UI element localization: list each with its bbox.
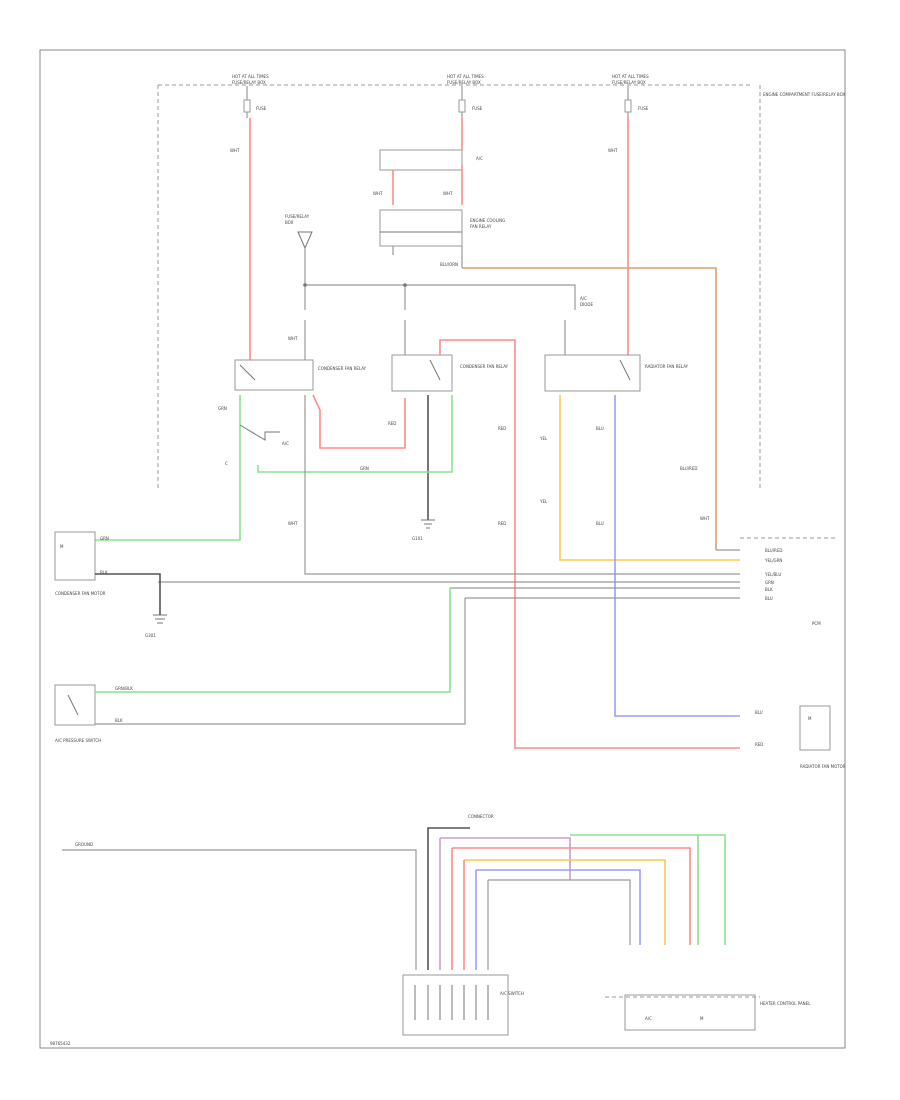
relay-left-label: CONDENSER FAN RELAY	[318, 366, 367, 371]
switch-left-label: A/C PRESSURE SWITCH	[55, 738, 101, 743]
radiator-fan-motor: M BLU RED RADIATOR FAN MOTOR	[755, 705, 846, 769]
mid-relay-upper: WHT WHT ENGINE COOLING FAN RELAY A/C BLU…	[373, 149, 505, 268]
fuse-right: HOT AT ALL TIMES FUSE/RELAY BOX FUSE	[612, 74, 649, 118]
ground-mid-label: G101	[412, 536, 423, 541]
pin-label-3: YEL/BLU	[764, 572, 781, 577]
svg-text:BLK: BLK	[115, 718, 123, 723]
sensor-left-label: CONDENSER FAN MOTOR	[55, 591, 106, 596]
svg-text:RED: RED	[388, 421, 396, 426]
relay-mid-label: CONDENSER FAN RELAY	[460, 364, 509, 369]
switch-right-label: RADIATOR FAN MOTOR	[800, 764, 846, 769]
svg-text:A/C: A/C	[580, 296, 587, 301]
ac-switch: A/C SWITCH	[402, 974, 524, 1036]
bottom-switch-right-label: HEATER CONTROL PANEL	[760, 1001, 811, 1006]
fuse-right-label: HOT AT ALL TIMES	[612, 74, 649, 79]
wire-red-loop	[312, 394, 406, 449]
fuse-left-sublabel: FUSE/RELAY BOX	[232, 80, 266, 85]
svg-text:FUSE: FUSE	[472, 106, 483, 111]
relay-right: RADIATOR FAN RELAY	[544, 320, 689, 392]
wire-green-relay	[257, 395, 453, 473]
svg-text:FUSE/RELAY: FUSE/RELAY	[285, 214, 310, 219]
svg-text:ENGINE COOLING: ENGINE COOLING	[470, 218, 505, 223]
svg-text:BOX: BOX	[285, 220, 294, 225]
svg-text:FUSE: FUSE	[256, 106, 267, 111]
svg-text:M: M	[60, 544, 64, 549]
connector-label: CONNECTOR	[468, 814, 494, 819]
svg-text:RED: RED	[498, 521, 506, 526]
svg-text:A/C: A/C	[282, 441, 289, 446]
fuse-left-label: HOT AT ALL TIMES	[232, 74, 269, 79]
wire-red-long	[439, 339, 740, 749]
bottom-ground-wire: GROUND	[62, 842, 417, 970]
svg-text:RED: RED	[755, 742, 763, 747]
pin-label-5: BLK	[765, 587, 773, 592]
relay-mid: CONDENSER FAN RELAY	[391, 320, 509, 392]
wire-wht-label-2: WHT	[608, 148, 618, 153]
svg-text:FAN RELAY: FAN RELAY	[470, 224, 492, 229]
dashed-boundary	[157, 84, 761, 488]
svg-text:GRN: GRN	[360, 466, 369, 471]
fuse-symbol: FUSE/RELAY BOX	[285, 214, 313, 285]
svg-text:WHT: WHT	[288, 521, 298, 526]
wire-yellow	[559, 395, 740, 561]
heater-control-panel: A/C M HEATER CONTROL PANEL	[605, 994, 811, 1031]
svg-text:GRN: GRN	[218, 406, 227, 411]
fuse-right-sublabel: FUSE/RELAY BOX	[612, 80, 646, 85]
fuse-mid-sublabel: FUSE/RELAY BOX	[447, 80, 481, 85]
svg-text:WHT: WHT	[288, 336, 298, 341]
wire-grey-1	[304, 395, 740, 575]
svg-text:WHT: WHT	[373, 191, 383, 196]
wire-wht-label-1: WHT	[230, 148, 240, 153]
svg-text:GRN/BLK: GRN/BLK	[115, 686, 133, 691]
bottom-switch-left-label: A/C SWITCH	[500, 991, 524, 996]
fuse-mid: HOT AT ALL TIMES FUSE/RELAY BOX FUSE	[447, 74, 484, 118]
svg-text:GRN: GRN	[100, 536, 109, 541]
pin-label-4: GRN	[765, 580, 774, 585]
bottom-ground-label: GROUND	[75, 842, 93, 847]
diagram-frame	[39, 49, 846, 1049]
svg-text:M: M	[700, 1016, 704, 1021]
pin-label-1: BLU/RED	[765, 548, 782, 553]
svg-text:DIODE: DIODE	[580, 302, 593, 307]
svg-text:BLK: BLK	[100, 570, 108, 575]
svg-text:BLU: BLU	[755, 710, 763, 715]
svg-text:WHT: WHT	[443, 191, 453, 196]
wire-green-left	[95, 395, 241, 541]
fuse-left: HOT AT ALL TIMES FUSE/RELAY BOX FUSE	[232, 74, 269, 118]
page-ref: 98765432	[50, 1041, 71, 1046]
pin-label-6: BLU	[765, 596, 773, 601]
svg-text:M: M	[808, 716, 812, 721]
svg-text:A/C: A/C	[645, 1016, 652, 1021]
relay-right-label: RADIATOR FAN RELAY	[645, 364, 689, 369]
bottom-harness: CONNECTOR	[427, 814, 726, 970]
svg-text:YEL: YEL	[539, 436, 548, 441]
pcm-block-label: PCM	[812, 621, 821, 626]
pin-label-2: YEL/GRN	[764, 558, 782, 563]
wire-blu-red-label: BLU/RED	[680, 466, 697, 471]
svg-text:YEL: YEL	[539, 499, 548, 504]
wire-orange	[462, 267, 717, 550]
svg-text:RED: RED	[498, 426, 506, 431]
svg-text:BLU: BLU	[596, 426, 604, 431]
wire-wht-label-3: WHT	[700, 516, 710, 521]
svg-text:BLU: BLU	[596, 521, 604, 526]
pcm-pins: BLU/RED YEL/GRN YEL/BLU GRN BLK BLU PCM	[740, 537, 835, 626]
svg-text:C: C	[225, 461, 228, 466]
ac-pressure-switch: GRN/BLK BLK A/C PRESSURE SWITCH	[54, 588, 466, 743]
fuse-mid-label: HOT AT ALL TIMES	[447, 74, 484, 79]
wire-blue	[614, 395, 740, 717]
condenser-fan-motor: M GRN BLK CONDENSER FAN MOTOR G301	[54, 531, 167, 638]
svg-text:FUSE: FUSE	[638, 106, 649, 111]
ground-left-label: G301	[145, 633, 156, 638]
relay-left: CONDENSER FAN RELAY WHT	[234, 320, 367, 391]
svg-text:A/C: A/C	[476, 156, 483, 161]
fuse-block-right-label: ENGINE COMPARTMENT FUSE/RELAY BOX	[763, 92, 845, 97]
wire-control-bus	[305, 284, 576, 310]
svg-text:BLU/ORN: BLU/ORN	[440, 262, 458, 267]
